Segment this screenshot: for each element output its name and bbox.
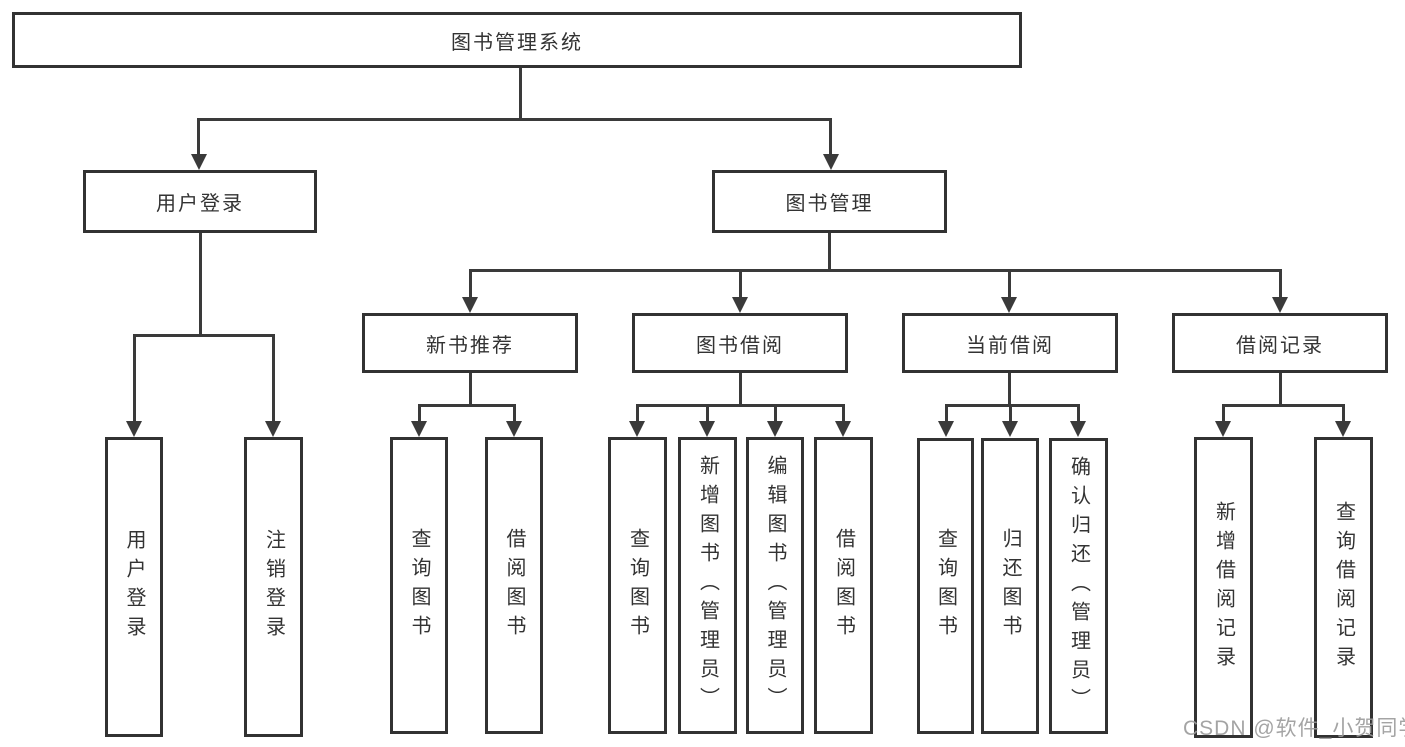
leaf-label: 借阅图书 [503, 527, 525, 644]
edge-to-bb-query [636, 404, 639, 422]
edge-to-nbr-query [418, 404, 421, 422]
arrow-down-icon [1272, 297, 1288, 313]
node-user-login: 用户登录 [83, 170, 317, 233]
arrow-down-icon [1002, 421, 1018, 437]
node-leaf-cb-confirm-return: 确认归还（管理员） [1049, 438, 1108, 734]
arrow-down-icon [1215, 421, 1231, 437]
arrow-down-icon [938, 421, 954, 437]
node-book-borrowing: 图书借阅 [632, 313, 848, 373]
edge-cb-stem [1008, 373, 1011, 407]
edge-nbr-split [418, 404, 516, 407]
leaf-label: 确认归还（管理员） [1067, 455, 1090, 717]
node-leaf-logout: 注销登录 [244, 437, 303, 737]
edge-nbr-stem [469, 373, 472, 407]
leaf-label: 用户登录 [123, 529, 145, 645]
node-library-system: 图书管理系统 [12, 12, 1022, 68]
leaf-label: 归还图书 [999, 528, 1021, 644]
leaf-label: 查询图书 [934, 528, 957, 644]
node-leaf-bb-edit-books: 编辑图书（管理员） [746, 437, 804, 734]
edge-to-logout-leaf [272, 334, 275, 421]
edge-br-split [1222, 404, 1344, 407]
node-leaf-br-query-record: 查询借阅记录 [1314, 437, 1373, 738]
node-borrowing-records: 借阅记录 [1172, 313, 1388, 373]
arrow-down-icon [823, 154, 839, 170]
leaf-label: 查询图书 [626, 527, 649, 644]
csdn-watermark: CSDN @软件_小贺同学 [1183, 717, 1405, 740]
node-current-borrowing: 当前借阅 [902, 313, 1118, 373]
node-leaf-nbr-borrow-books: 借阅图书 [485, 437, 543, 734]
arrow-down-icon [462, 297, 478, 313]
node-leaf-br-add-record: 新增借阅记录 [1194, 437, 1253, 738]
arrow-down-icon [1001, 297, 1017, 313]
arrow-down-icon [732, 297, 748, 313]
edge-to-user-login [197, 118, 200, 156]
edge-book-management-stem [828, 233, 831, 271]
node-new-book-recommend: 新书推荐 [362, 313, 578, 373]
leaf-label: 查询图书 [408, 527, 430, 644]
leaf-label: 查询借阅记录 [1332, 500, 1355, 675]
edge-root-stem [519, 68, 522, 120]
node-leaf-user-login: 用户登录 [105, 437, 163, 737]
leaf-label: 编辑图书（管理员） [764, 455, 786, 716]
node-leaf-bb-query-books: 查询图书 [608, 437, 667, 734]
edge-to-login-leaf [133, 334, 136, 421]
edge-user-login-stem [199, 233, 202, 334]
edge-to-nbr-borrow [513, 404, 516, 422]
node-leaf-cb-query-books: 查询图书 [917, 438, 974, 734]
edge-to-cb-confirm [1077, 404, 1080, 422]
edge-to-new-book-recommend [469, 269, 472, 298]
edge-to-book-borrowing [739, 269, 742, 298]
arrow-down-icon [629, 421, 645, 437]
edge-to-borrowing-records [1279, 269, 1282, 298]
arrow-down-icon [265, 421, 281, 437]
arrow-down-icon [126, 421, 142, 437]
arrow-down-icon [1335, 421, 1351, 437]
leaf-label: 新增借阅记录 [1212, 500, 1235, 675]
arrow-down-icon [1070, 421, 1086, 437]
edge-to-current-borrowing [1008, 269, 1011, 298]
node-leaf-bb-add-books: 新增图书（管理员） [678, 437, 737, 734]
edge-to-cb-query [945, 404, 948, 422]
leaf-label: 借阅图书 [832, 527, 855, 644]
edge-to-bb-edit [774, 404, 777, 422]
edge-bb-split [636, 404, 844, 407]
arrow-down-icon [411, 421, 427, 437]
edge-to-cb-return [1009, 404, 1012, 422]
leaf-label: 新增图书（管理员） [696, 455, 719, 716]
edge-user-login-split [133, 334, 275, 337]
edge-to-book-management [829, 118, 832, 156]
node-leaf-bb-borrow-books: 借阅图书 [814, 437, 873, 734]
edge-to-bb-add [706, 404, 709, 422]
edge-book-management-split [469, 269, 1282, 272]
edge-cb-split [945, 404, 1079, 407]
edge-to-bb-borrow [842, 404, 845, 422]
leaf-label: 注销登录 [262, 529, 285, 645]
arrow-down-icon [767, 421, 783, 437]
edge-br-stem [1279, 373, 1282, 407]
edge-to-br-add [1222, 404, 1225, 422]
arrow-down-icon [191, 154, 207, 170]
node-leaf-cb-return-books: 归还图书 [981, 438, 1039, 734]
edge-bb-stem [739, 373, 742, 407]
arrow-down-icon [699, 421, 715, 437]
arrow-down-icon [835, 421, 851, 437]
edge-to-br-query [1342, 404, 1345, 422]
arrow-down-icon [506, 421, 522, 437]
edge-root-split [197, 118, 832, 121]
node-leaf-nbr-query-books: 查询图书 [390, 437, 448, 734]
node-book-management: 图书管理 [712, 170, 947, 233]
